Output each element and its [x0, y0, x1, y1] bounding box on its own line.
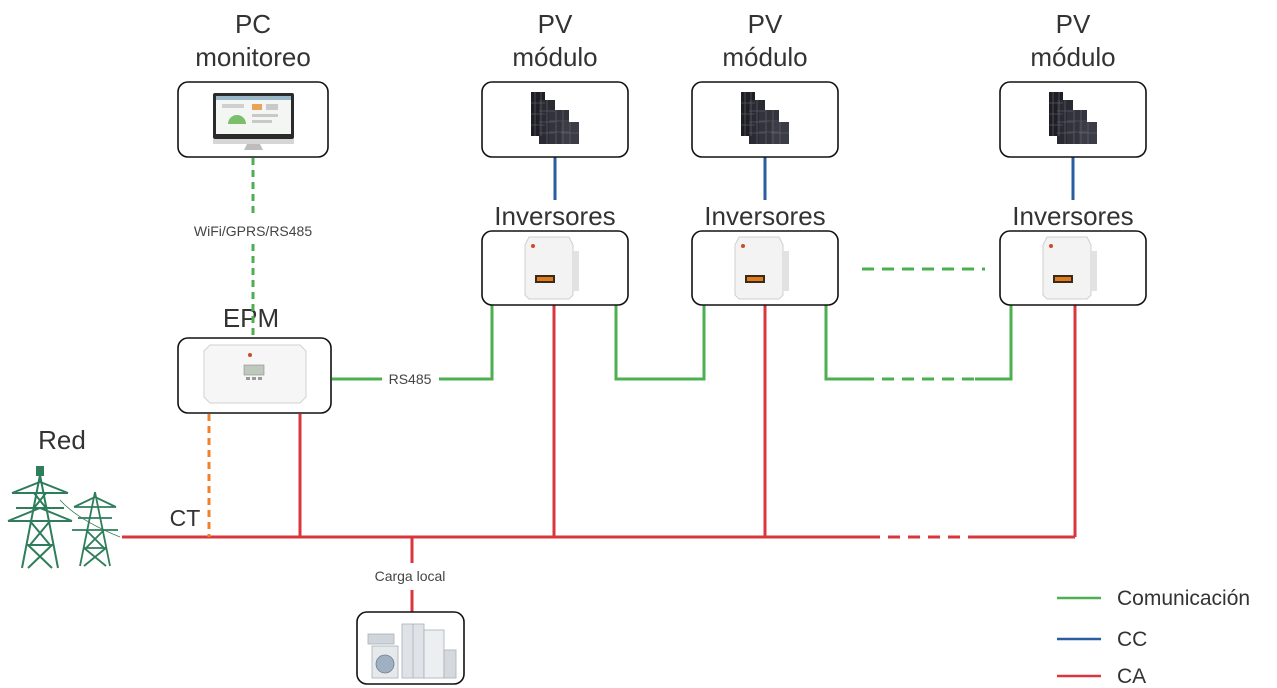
inverter-2-label: Inversores: [704, 201, 825, 231]
pv-module-2-line2: módulo: [722, 42, 807, 72]
local-load-box: [356, 611, 465, 685]
solar-panel-icon: [741, 92, 789, 144]
dc-links: [553, 157, 1075, 200]
rs485-label: RS485: [389, 371, 432, 387]
appliances-icon: [367, 623, 457, 679]
legend-item-ac: CA: [1057, 665, 1146, 688]
pc-title-line2: monitoreo: [195, 42, 311, 72]
pv-module-2-line1: PV: [748, 9, 783, 39]
solar-panel-icon: [531, 92, 579, 144]
legend-item-dc: CC: [1057, 628, 1147, 651]
legend-label-dc: CC: [1117, 628, 1147, 651]
pc-title-line1: PC: [235, 9, 271, 39]
legend-label-ac: CA: [1117, 665, 1146, 688]
pv-module-1-line1: PV: [538, 9, 573, 39]
pv-module-2-box: [691, 81, 839, 158]
pc-monitor-box: [177, 81, 329, 158]
wifi-link: WiFi/GPRS/RS485: [194, 158, 312, 336]
comm-links: [332, 267, 1013, 381]
monitor-icon: [213, 93, 294, 150]
ac-links: [122, 305, 1077, 612]
power-tower-icon: [59, 491, 121, 567]
inverter-1-box: [481, 230, 629, 306]
wifi-label: WiFi/GPRS/RS485: [194, 223, 312, 239]
epm-label: EPM: [223, 303, 279, 333]
inverter-2-box: [691, 230, 839, 306]
epm-box: [177, 337, 332, 414]
legend-label-comm: Comunicación: [1117, 587, 1250, 610]
pv-module-1-box: [481, 81, 629, 158]
inverter-icon: [1042, 236, 1097, 300]
load-label: Carga local: [375, 568, 446, 584]
inverter-icon: [524, 236, 579, 300]
inverter-icon: [734, 236, 789, 300]
ct-label: CT: [170, 505, 201, 531]
legend: Comunicación CC CA: [1057, 587, 1250, 688]
grid-label: Red: [38, 425, 86, 455]
pv-module-1-line2: módulo: [512, 42, 597, 72]
legend-item-comm: Comunicación: [1057, 587, 1250, 610]
inverter-3-box: [999, 230, 1147, 306]
power-tower-icon: [7, 466, 73, 569]
pv-module-3-line1: PV: [1056, 9, 1091, 39]
solar-panel-icon: [1049, 92, 1097, 144]
pv-module-3-line2: módulo: [1030, 42, 1115, 72]
inverter-3-label: Inversores: [1012, 201, 1133, 231]
pv-module-3-box: [999, 81, 1147, 158]
inverter-1-label: Inversores: [494, 201, 615, 231]
epm-device-icon: [203, 344, 307, 404]
